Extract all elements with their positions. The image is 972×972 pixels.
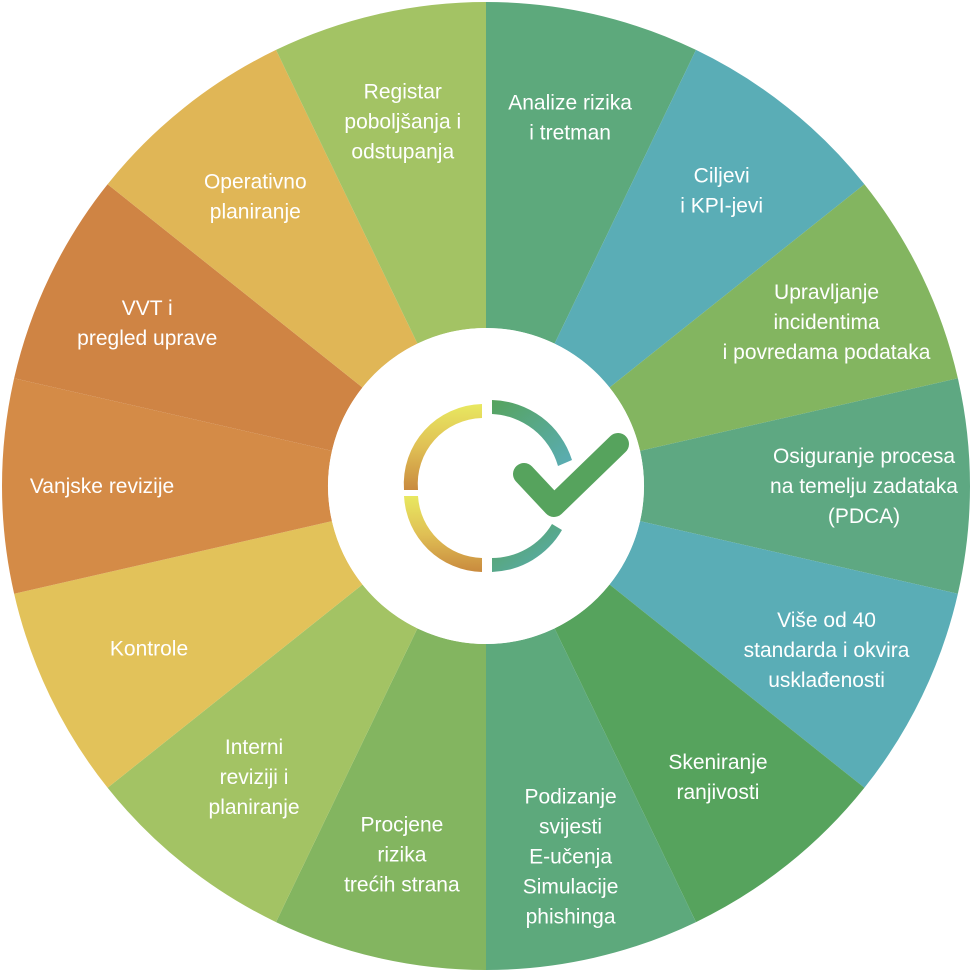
segment-label-line: planiranje — [209, 796, 300, 819]
cycle-arc-right-lower-icon — [492, 524, 562, 572]
segment-label-line: i povredama podataka — [723, 341, 931, 364]
wheel-segment — [609, 521, 958, 788]
segment-label-line: Interni — [225, 736, 283, 759]
wheel-segment — [486, 628, 696, 970]
wheel-segment — [486, 2, 696, 344]
wheel-segment — [276, 2, 486, 344]
segment-label: Upravljanje incidentima i povredama podata… — [723, 281, 931, 364]
center-disc — [328, 328, 644, 644]
segment-label-line: odstupanja — [351, 140, 454, 163]
segment-label: Vanjske revizije — [30, 475, 174, 498]
wheel-segment — [107, 49, 418, 388]
cycle-arc-right-icon — [492, 400, 572, 466]
wheel-segment — [14, 184, 363, 451]
segment-label: Osiguranje procesa na temelju zadataka (PD… — [770, 445, 958, 528]
segment-label-line: reviziji i — [220, 766, 289, 789]
segment-label-line: E-učenja — [529, 845, 612, 868]
cycle-check-icon — [403, 400, 629, 572]
segment-label-line: Ciljevi — [694, 164, 750, 187]
segment-label-line: rizika — [377, 844, 426, 867]
segment-label: Više od 40 standarda i okvira usklađenosti — [744, 609, 910, 692]
segment-label-line: Registar — [364, 80, 442, 103]
segment-label-line: i KPI-jevi — [680, 194, 763, 217]
segment-label-line: (PDCA) — [828, 505, 900, 528]
cycle-arc-left-lower-icon — [404, 496, 482, 572]
segment-label-line: Osiguranje procesa — [773, 445, 955, 468]
segment-label-line: phishinga — [526, 905, 616, 928]
segment-label-line: Procjene — [360, 814, 443, 837]
wheel-segment — [276, 628, 486, 970]
segment-label-line: ranjivosti — [677, 781, 760, 804]
segment-label: Registar poboljšanja i odstupanja — [344, 80, 461, 163]
segment-label: Procjene rizika trećih strana — [344, 814, 460, 897]
segment-label-line: Skeniranje — [668, 751, 767, 774]
segment-label-line: planiranje — [210, 201, 301, 224]
segment-label-line: trećih strana — [344, 874, 460, 897]
segment-label: Analize rizika i tretman — [508, 91, 632, 144]
segment-label-line: usklađenosti — [768, 669, 885, 692]
segment-label-line: Simulacije — [523, 875, 619, 898]
cycle-arc-left-icon — [403, 404, 482, 490]
segment-label-line: Operativno — [204, 171, 307, 194]
segment-label-line: incidentima — [773, 311, 880, 334]
segment-label-line: Više od 40 — [777, 609, 876, 632]
segment-label-line: Podizanje — [524, 785, 616, 808]
wheel-segment — [609, 184, 958, 451]
segment-label-line: Analize rizika — [508, 91, 632, 114]
segment-label-line: Vanjske revizije — [30, 475, 174, 498]
segment-label-line: VVT i — [122, 297, 173, 320]
wheel-segment — [640, 378, 970, 594]
segment-label: VVT i pregled uprave — [77, 297, 217, 350]
segment-label: Kontrole — [110, 637, 188, 660]
segment-label: Interni reviziji i planiranje — [209, 736, 300, 819]
segment-label-line: svijesti — [539, 815, 602, 838]
wheel-segment — [554, 49, 865, 388]
segment-label-line: standarda i okvira — [744, 639, 910, 662]
wheel-segment — [554, 584, 865, 923]
wheel-segment — [1, 378, 332, 594]
segment-label-line: Upravljanje — [774, 281, 879, 304]
segment-label-line: i tretman — [529, 121, 611, 144]
segment-label-line: pregled uprave — [77, 327, 217, 350]
wheel-segment — [107, 584, 418, 923]
segment-label: Skeniranje ranjivosti — [668, 751, 767, 804]
segment-label-line: na temelju zadataka — [770, 475, 958, 498]
segment-label-line: Kontrole — [110, 637, 188, 660]
wheel-segment — [14, 521, 363, 788]
segment-label-line: poboljšanja i — [344, 110, 461, 133]
segment-label: Operativno planiranje — [204, 171, 307, 224]
check-mark-icon — [513, 433, 629, 517]
segment-label: Ciljevi i KPI-jevi — [680, 164, 763, 217]
